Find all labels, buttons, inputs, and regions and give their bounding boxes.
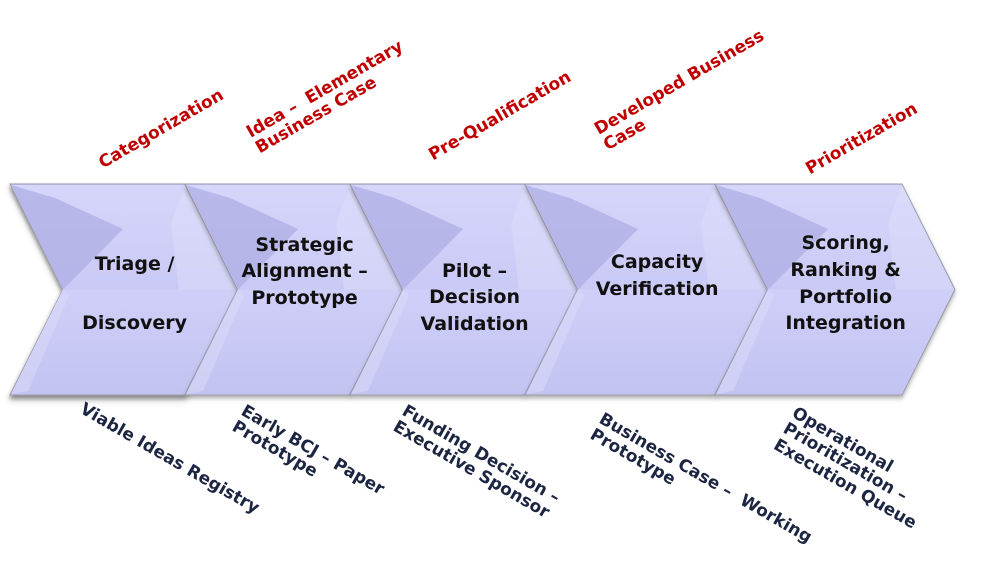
stage-text: Strategic Alignment – Prototype — [241, 233, 368, 309]
chevron-lower-facet — [11, 289, 237, 394]
chevron-scoring — [714, 183, 956, 396]
chevron-bevel-dark — [11, 185, 123, 290]
chevron-strategic-alignment — [184, 183, 404, 396]
stage-label-capacity: Capacity Verification — [578, 180, 736, 371]
chevron-bevel-light — [186, 289, 244, 394]
chevron-bevel-light — [11, 289, 69, 394]
stage-text: Scoring, Ranking & Portfolio Integration — [785, 232, 906, 335]
chevron-bevel-light — [888, 185, 954, 290]
chevron-triage — [9, 183, 239, 396]
chevron-bevel-dark — [351, 185, 463, 290]
chevron-lower-facet — [526, 289, 767, 394]
chevron-lower-facet — [186, 289, 402, 394]
stage-label-pilot: Pilot – Decision Validation — [403, 202, 546, 393]
chevron-bevel-light — [526, 289, 584, 394]
chevron-lower-facet — [716, 289, 954, 394]
chevron-bevel-dark — [526, 185, 638, 290]
stage-label-strategic-alignment: Strategic Alignment – Prototype — [238, 176, 371, 367]
chevron-bevel-light — [171, 185, 237, 290]
chevron-pilot — [349, 183, 579, 396]
stage-text: Triage / Discovery — [82, 253, 188, 335]
chevron-lower-facet — [351, 289, 577, 394]
chevron-bevel-light — [511, 185, 577, 290]
stage-label-scoring: Scoring, Ranking & Portfolio Integration — [768, 188, 923, 379]
stage-text: Capacity Verification — [595, 250, 719, 300]
chevron-capacity — [524, 183, 769, 396]
chevron-bevel-light — [716, 289, 774, 394]
stage-text: Pilot – Decision Validation — [420, 259, 529, 335]
chevron-bevel-light — [336, 185, 402, 290]
chevron-bevel-dark — [186, 185, 298, 290]
stage-label-triage: Triage / Discovery — [63, 199, 206, 390]
chevron-bevel-light — [351, 289, 409, 394]
chevron-bevel-dark — [716, 185, 828, 290]
chevron-bevel-light — [701, 185, 767, 290]
